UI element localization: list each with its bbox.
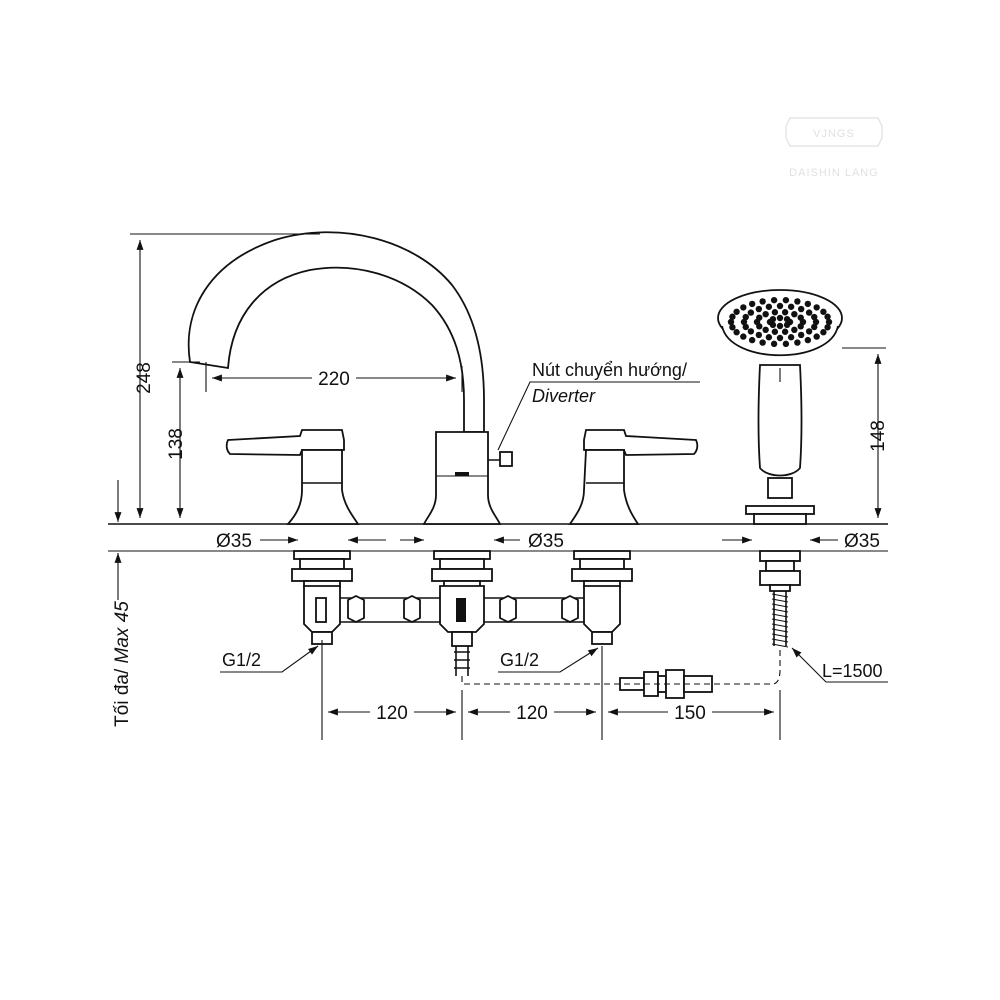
right-valve-body xyxy=(583,585,621,645)
shower-nozzles xyxy=(727,296,833,348)
note-thread-left: G1/2 xyxy=(220,645,319,673)
center-spout xyxy=(187,231,513,525)
dim-spout-reach: 220 xyxy=(205,362,463,392)
dim-spacing-right-label: 120 xyxy=(516,703,548,724)
dim-spout-reach-label: 220 xyxy=(318,369,350,390)
dim-spacing-shower-label: 150 xyxy=(674,703,706,724)
note-thread-right: G1/2 xyxy=(498,647,599,673)
thread-right-label: G1/2 xyxy=(500,650,539,670)
dim-handshower-height: 148 xyxy=(842,347,889,518)
under-deck-fittings xyxy=(291,550,633,588)
dim-diameter-center: Ø35 xyxy=(400,531,564,552)
dim-max-thickness-label: Tối đa/ Max 45 xyxy=(112,601,133,727)
dim-diameter-right-label: Ø35 xyxy=(844,531,880,552)
diverter-label-vi: Nút chuyển hướng/ xyxy=(532,360,687,380)
left-valve-body xyxy=(303,585,341,645)
dim-handshower-height-label: 148 xyxy=(868,420,889,452)
dim-diameter-right: Ø35 xyxy=(722,531,880,552)
thread-left-label: G1/2 xyxy=(222,650,261,670)
dim-height-total: 248 xyxy=(130,233,320,518)
diverter-label-en: Diverter xyxy=(532,386,596,406)
note-diverter: Nút chuyển hướng/ Diverter xyxy=(497,360,700,451)
left-valve-handle xyxy=(225,429,360,525)
dim-spacing: 120 120 150 xyxy=(321,640,781,740)
watermark-brand: VJNGS xyxy=(813,128,855,140)
connecting-pipes xyxy=(340,594,584,624)
dim-diameter-center-label: Ø35 xyxy=(528,531,564,552)
dim-diameter-left: Ø35 xyxy=(216,531,386,552)
center-body xyxy=(439,585,485,676)
diverter-knob xyxy=(499,451,513,467)
hose-length-label: L=1500 xyxy=(822,661,883,681)
note-hose-length: L=1500 xyxy=(791,647,888,683)
right-valve-handle xyxy=(568,429,699,525)
dim-spacing-left-label: 120 xyxy=(376,703,408,724)
dim-diameter-left-label: Ø35 xyxy=(216,531,252,552)
hose-route xyxy=(461,650,781,685)
watermark-tagline: DAISHIN LANG xyxy=(789,167,879,179)
shower-hose-fitting xyxy=(759,550,801,648)
dim-spout-height-label: 138 xyxy=(166,428,187,460)
watermark-logo: VJNGS DAISHIN LANG xyxy=(785,117,883,179)
dim-max-thickness: Tối đa/ Max 45 xyxy=(112,480,133,727)
dim-height-total-label: 248 xyxy=(134,362,155,394)
dim-spout-height: 138 xyxy=(166,361,200,518)
